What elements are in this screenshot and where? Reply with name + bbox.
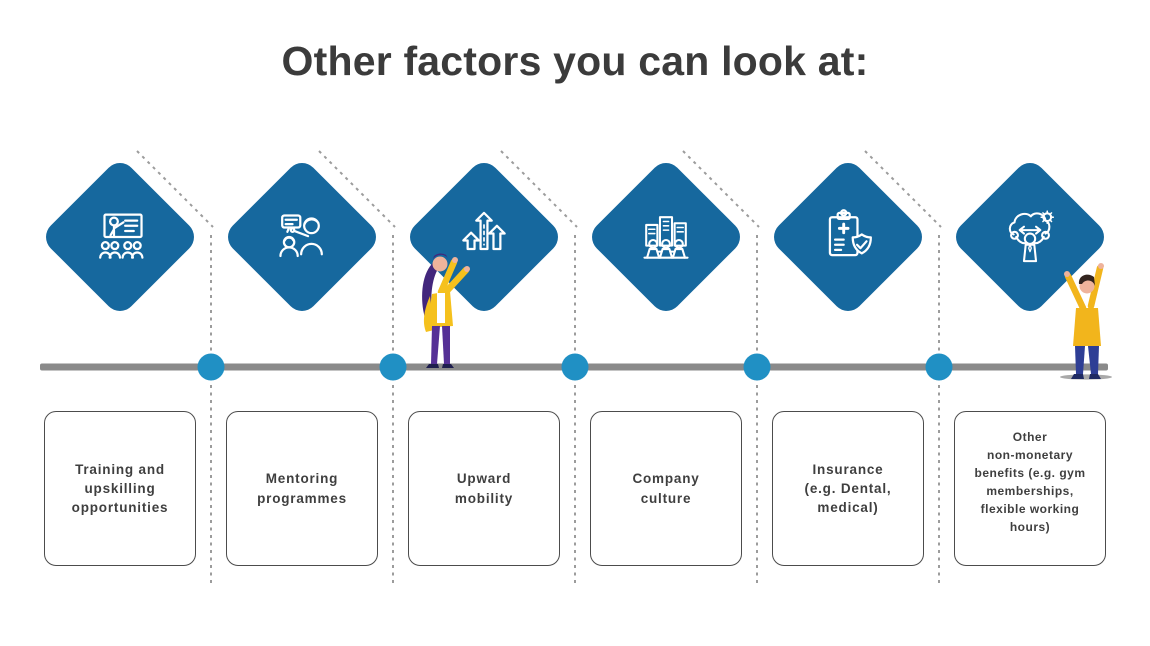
factor-label: Insurance (e.g. Dental, medical) (804, 461, 892, 516)
factor-box-other-benefits: Other non-monetary benefits (e.g. gym me… (954, 411, 1106, 566)
work-life-balance-icon (993, 200, 1067, 274)
factor-label: Mentoring programmes (257, 471, 347, 506)
factor-box-insurance: Insurance (e.g. Dental, medical) (772, 411, 924, 566)
factor-diamond-company-culture (585, 156, 747, 318)
factor-box-mentoring: Mentoring programmes (226, 411, 378, 566)
factor-label: Training and upskilling opportunities (71, 461, 169, 516)
factor-box-training: Training and upskilling opportunities (44, 411, 196, 566)
factor-label: Other non-monetary benefits (e.g. gym me… (974, 430, 1086, 534)
factor-diamond-mentoring (221, 156, 383, 318)
factor-label: Upward mobility (454, 471, 514, 506)
factor-diamond-training (39, 156, 201, 318)
man-holding-diamond-illustration (1064, 263, 1104, 379)
factor-diamond-insurance (767, 156, 929, 318)
factor-diamond-upward-mobility (403, 156, 565, 318)
woman-reaching-up-illustration (422, 253, 470, 368)
company-culture-icon (629, 200, 703, 274)
training-presentation-icon (83, 200, 157, 274)
factor-label: Company culture (632, 471, 700, 506)
upward-arrows-icon (447, 200, 521, 274)
timeline-dots (197, 353, 953, 381)
mentoring-icon (265, 200, 339, 274)
factor-box-company-culture: Company culture (590, 411, 742, 566)
factor-box-upward-mobility: Upward mobility (408, 411, 560, 566)
factor-diamond-other-benefits (949, 156, 1111, 318)
insurance-clipboard-shield-icon (811, 200, 885, 274)
page-title: Other factors you can look at: (281, 38, 869, 84)
